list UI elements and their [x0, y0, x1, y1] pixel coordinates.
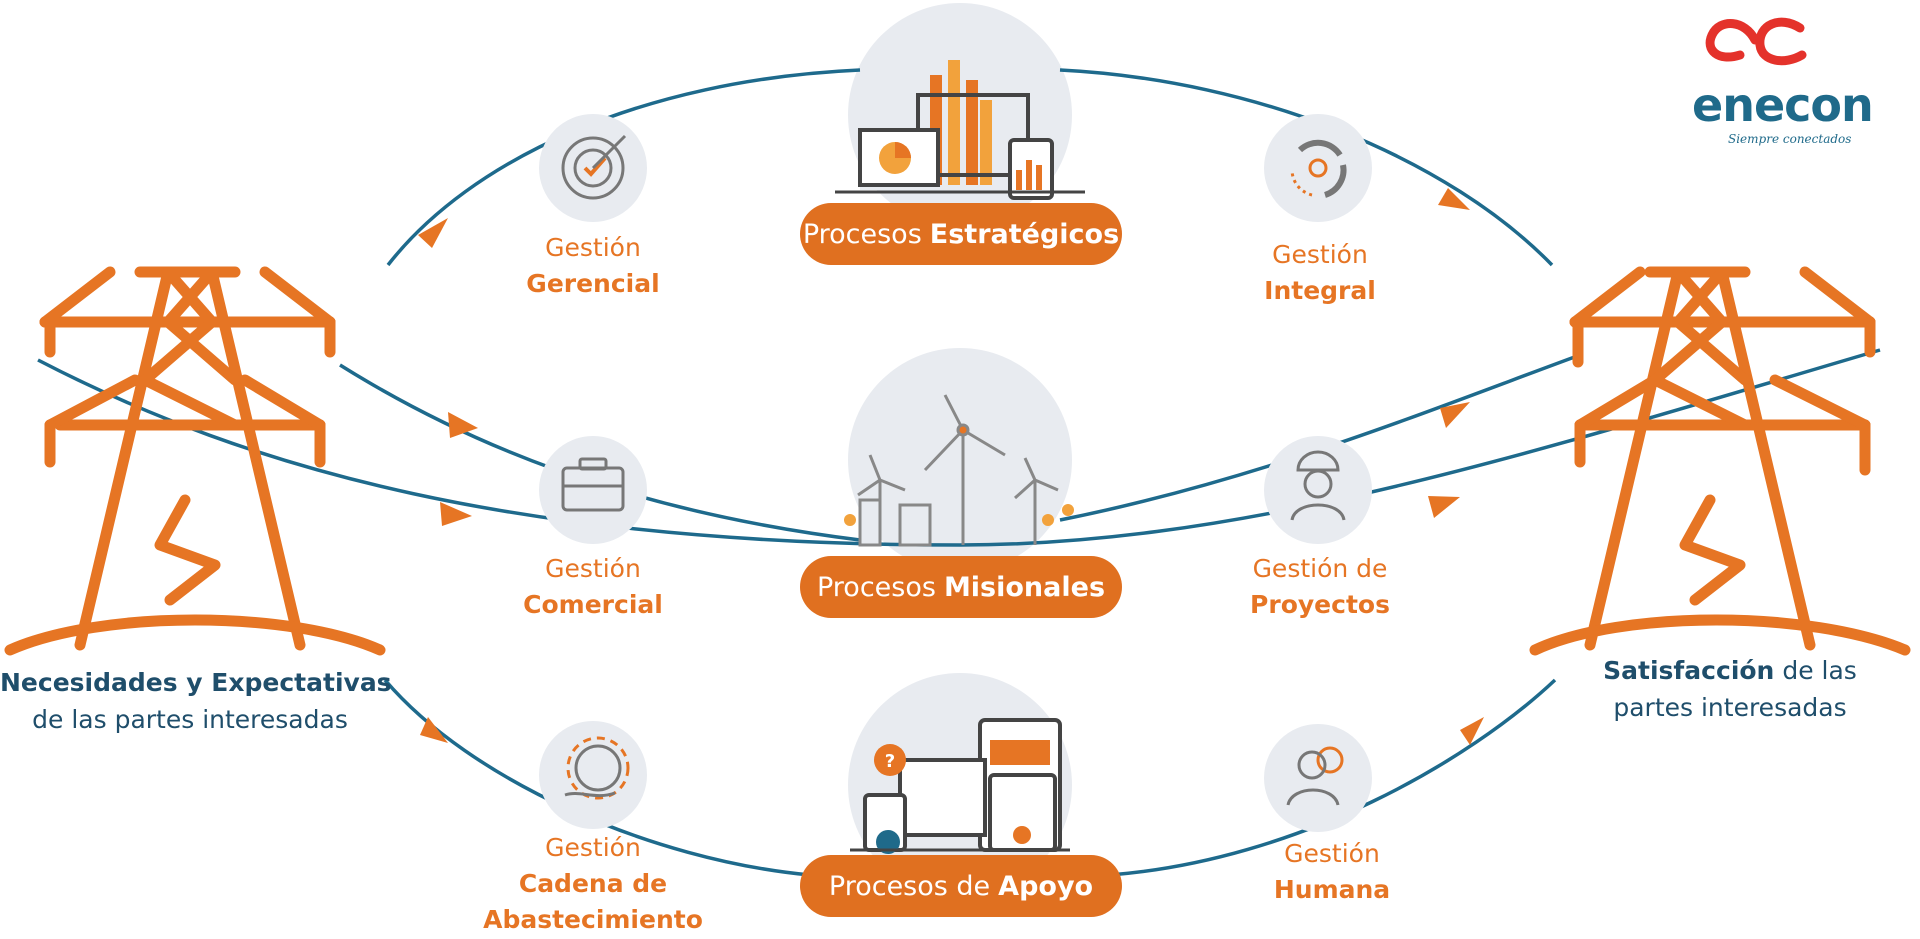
- support-devices-icon: ?: [850, 718, 1070, 854]
- right-title: Satisfacción: [1603, 656, 1775, 685]
- label-gestion-cadena: Gestión Cadena de Abastecimiento: [453, 830, 733, 938]
- analytics-devices-icon: [835, 60, 1085, 200]
- label-line1: Gestión: [1272, 240, 1368, 269]
- brand-tagline: Siempre conectados: [1728, 132, 1852, 146]
- label-line1: Gestión: [545, 233, 641, 262]
- label-line1: Gestión: [545, 833, 641, 862]
- pill-prefix: Procesos: [802, 218, 922, 250]
- label-line1: Gestión: [545, 554, 641, 583]
- label-line2: Proyectos: [1250, 590, 1390, 619]
- brand-name: enecon: [1692, 78, 1874, 132]
- transmission-tower-icon: [4, 266, 386, 656]
- arrow-bottom-left: [420, 717, 448, 743]
- transmission-tower-icon: [1529, 266, 1911, 656]
- people-icon: [1264, 724, 1372, 832]
- label-line2: Integral: [1264, 276, 1376, 305]
- flow-mid-lower-right: [959, 348, 1881, 547]
- pill-bold: Misionales: [943, 571, 1106, 603]
- target-icon: [539, 114, 647, 222]
- pill-prefix: Procesos: [816, 571, 936, 603]
- pill-bold: Estratégicos: [929, 218, 1120, 250]
- cycle-icon: [1264, 114, 1372, 222]
- right-subtitle: partes interesadas: [1613, 693, 1847, 722]
- right-title-rest: de las: [1782, 656, 1857, 685]
- left-title: Necesidades y Expectativas: [0, 668, 392, 697]
- arrow-bottom-right: [1460, 717, 1484, 745]
- label-line2: Humana: [1273, 875, 1391, 904]
- svg-text:?: ?: [885, 751, 895, 772]
- arrow-mid-left-2: [440, 502, 472, 526]
- label-gestion-humana: Gestión Humana: [1232, 836, 1432, 908]
- globe-hand-icon: [539, 721, 647, 829]
- arrow-top-right: [1438, 188, 1470, 210]
- arrow-top-left: [418, 218, 448, 248]
- label-line2: Gerencial: [526, 269, 660, 298]
- label-gestion-comercial: Gestión Comercial: [493, 551, 693, 623]
- label-gestion-integral: Gestión Integral: [1220, 237, 1420, 309]
- right-caption: Satisfacción de las partes interesadas: [1560, 652, 1900, 726]
- label-gestion-proyectos: Gestión de Proyectos: [1220, 551, 1420, 623]
- label-line3: Abastecimiento: [483, 905, 703, 934]
- label-line2: Comercial: [523, 590, 663, 619]
- brand-logo: enecon Siempre conectados: [1680, 12, 1900, 152]
- wind-turbines-icon: [844, 394, 1074, 547]
- label-line1: Gestión: [1284, 839, 1380, 868]
- worker-icon: [1264, 436, 1372, 544]
- briefcase-icon: [539, 436, 647, 544]
- label-line1: Gestión de: [1252, 554, 1388, 583]
- arrow-mid-left-1: [448, 412, 478, 438]
- arrow-mid-right-2: [1428, 496, 1460, 518]
- pill-bold: Apoyo: [998, 870, 1094, 902]
- label-line2: Cadena de: [518, 869, 668, 898]
- left-subtitle: de las partes interesadas: [32, 705, 348, 734]
- flow-bottom-right: [1109, 678, 1557, 877]
- label-gestion-gerencial: Gestión Gerencial: [493, 230, 693, 302]
- enecon-logo: [1705, 17, 1807, 66]
- pill-prefix: Procesos de: [828, 870, 991, 902]
- left-caption: Necesidades y Expectativas de las partes…: [0, 664, 392, 738]
- missional-bg-circle: [848, 348, 1072, 572]
- arrow-mid-right-1: [1440, 402, 1470, 428]
